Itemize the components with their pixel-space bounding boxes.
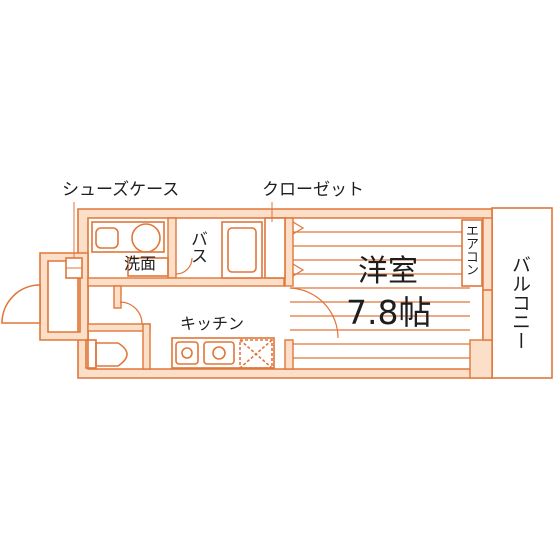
room-floor-lines <box>290 231 470 359</box>
room-size-label: 7.8帖 <box>346 293 432 332</box>
aircon-label: エアコン <box>463 224 478 276</box>
wash-door-swing <box>175 257 193 275</box>
kitchen-counter <box>171 337 275 369</box>
room-door-swing <box>289 287 339 339</box>
washbasin <box>91 221 165 253</box>
toilet <box>85 339 128 369</box>
shoes-case-label: シューズケース <box>62 180 180 200</box>
room-name-label: 洋室 <box>358 254 418 289</box>
balcony-outline <box>491 207 553 379</box>
kitchen-label: キッチン <box>180 314 245 333</box>
washer-pan <box>127 257 169 277</box>
entrance-door-swing <box>1 284 41 324</box>
closet-outline <box>264 217 286 279</box>
aircon-box <box>461 219 483 287</box>
interior-walls <box>87 217 493 379</box>
washroom-label: 洗面 <box>124 254 157 273</box>
closet-label: クローゼット <box>262 180 364 200</box>
toilet-door-swing <box>119 301 143 325</box>
bath-label: バス <box>187 230 207 264</box>
balcony-label: バルコニー <box>509 255 531 350</box>
